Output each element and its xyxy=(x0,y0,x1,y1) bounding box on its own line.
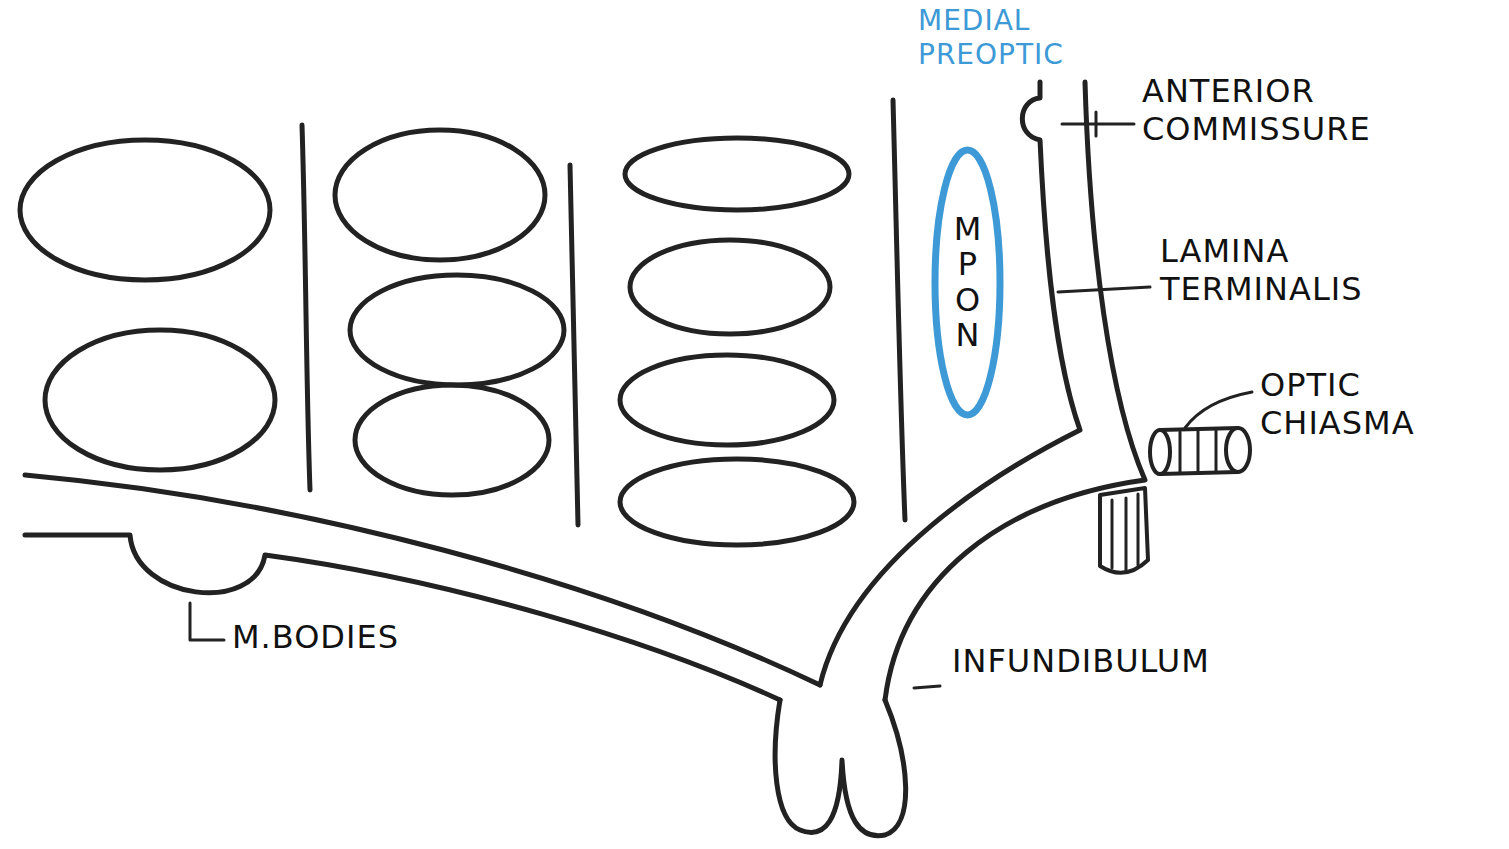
nucleus-abbreviation: MPON xyxy=(952,212,984,353)
optic-chiasma-symbol xyxy=(1100,428,1250,573)
divider-lines xyxy=(302,100,905,525)
part-label: ANTERIOR COMMISSURE xyxy=(1142,72,1482,149)
part-label: OPTIC CHIASMA xyxy=(1260,366,1490,443)
part-label: M.BODIES xyxy=(232,618,492,656)
leader-lines xyxy=(190,112,1252,688)
lamina-terminalis-walls xyxy=(820,82,1145,700)
part-label: LAMINA TERMINALIS xyxy=(1160,232,1480,309)
part-label: INFUNDIBULUM xyxy=(952,642,1312,680)
nucleus-ovals xyxy=(20,130,854,545)
region-label: MEDIAL PREOPTIC xyxy=(918,4,1108,71)
nucleus-oval: MPON xyxy=(930,145,1005,420)
floor-lines xyxy=(25,475,906,836)
oval-outline-shape xyxy=(935,150,1000,415)
